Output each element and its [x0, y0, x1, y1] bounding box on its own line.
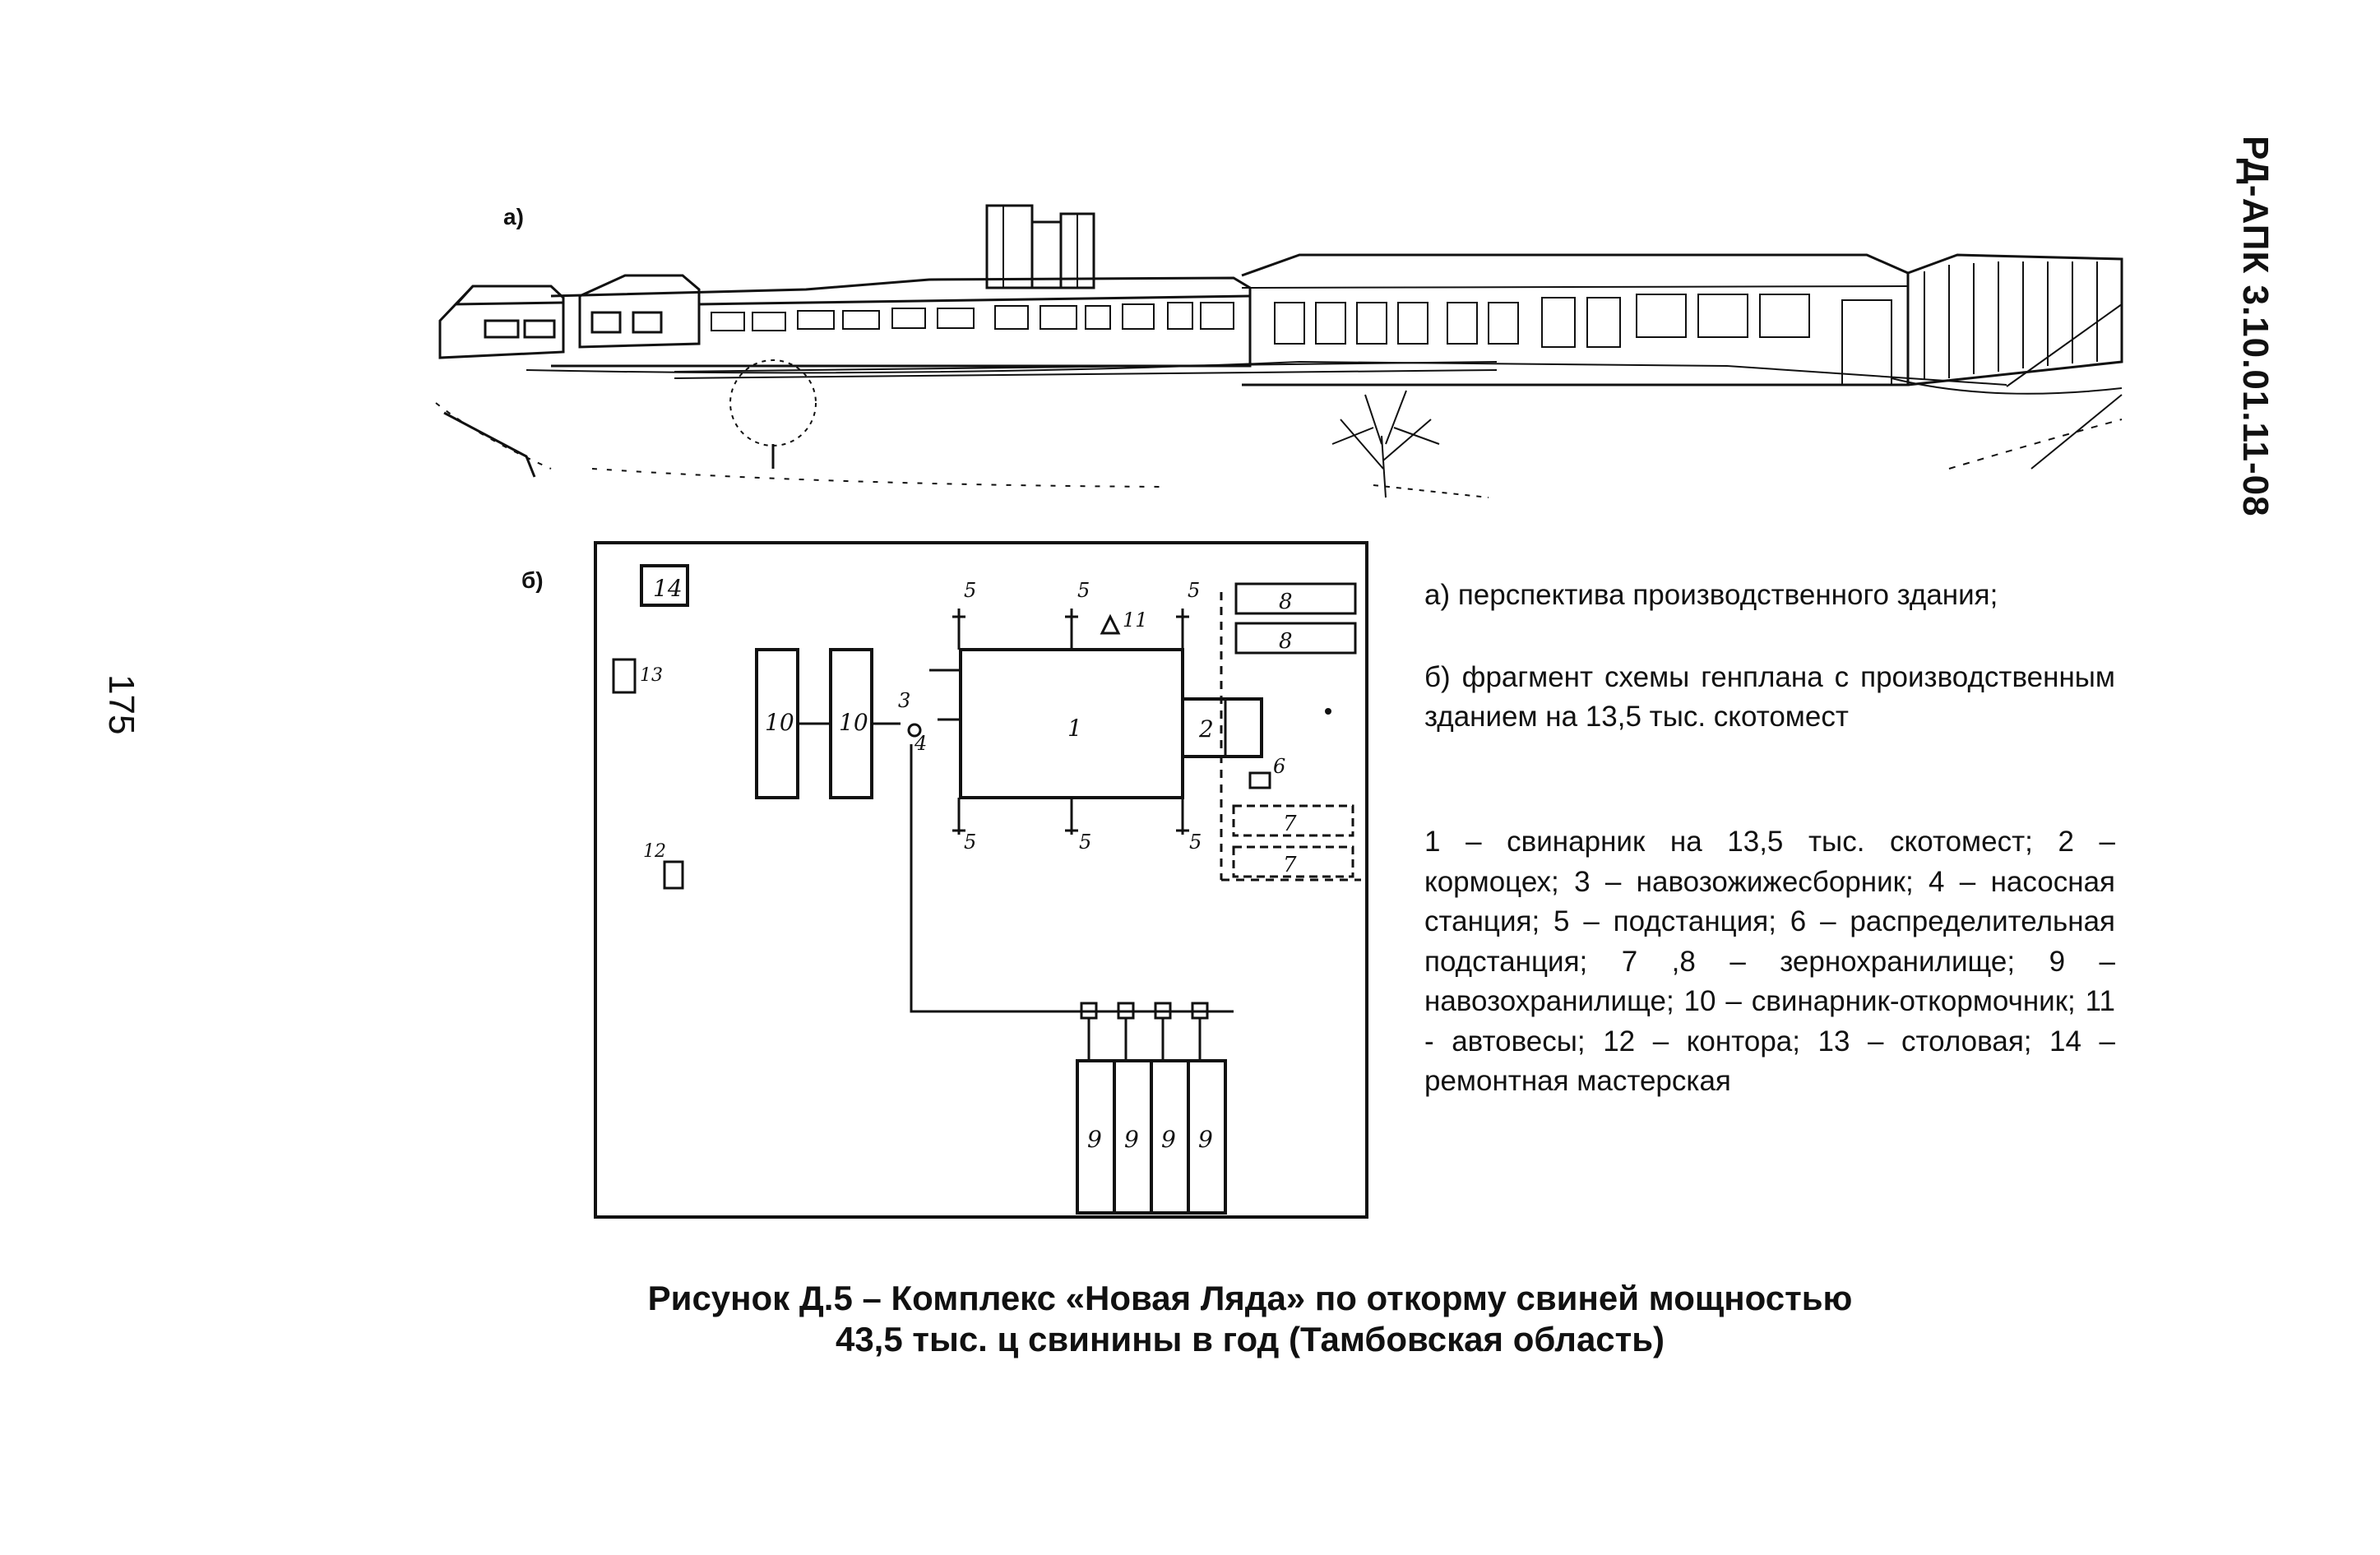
perspective-drawing [435, 204, 2123, 498]
plan-label-7a: 7 [1283, 812, 1297, 836]
document-code: РД-АПК 3.10.01.11-08 [2235, 136, 2276, 517]
plan-label-9d: 9 [1198, 1126, 1213, 1153]
plan-label-1: 1 [1067, 715, 1082, 742]
plan-label-5f: 5 [1189, 831, 1202, 854]
plan-label-6: 6 [1273, 755, 1285, 778]
plan-label-3: 3 [898, 689, 910, 712]
plan-label-2: 2 [1198, 715, 1214, 743]
description-a: а) перспектива производственного здания; [1424, 579, 1998, 611]
plan-label-5c: 5 [1188, 579, 1200, 602]
plan-label-8b: 8 [1279, 629, 1293, 654]
plan-label-9b: 9 [1124, 1126, 1139, 1153]
plan-label-10b: 10 [839, 709, 868, 736]
plan-label-5a: 5 [964, 579, 976, 602]
plan-label-14: 14 [653, 575, 683, 602]
figure-caption-line2: 43,5 тыс. ц свинины в год (Тамбовская об… [835, 1320, 1665, 1358]
plan-label-10a: 10 [765, 709, 794, 736]
plan-label-9a: 9 [1087, 1126, 1102, 1153]
page-number: 175 [101, 674, 141, 735]
site-plan: 14 13 12 10 10 3 4 1 2 8 8 6 7 7 11 5 5 … [594, 541, 1368, 1219]
plan-label-4: 4 [914, 732, 927, 755]
plan-label-11: 11 [1123, 609, 1148, 632]
plan-label-13: 13 [640, 665, 663, 686]
figure-legend: 1 – свинарник на 13,5 тыс. скотомест; 2 … [1424, 826, 2115, 1097]
plan-label-5e: 5 [1079, 831, 1091, 854]
plan-label-8a: 8 [1279, 590, 1293, 614]
plan-label-5d: 5 [964, 831, 976, 854]
figure-label-a: а) [503, 204, 524, 229]
description-b: б) фрагмент схемы генплана с производств… [1424, 661, 2115, 733]
figure-label-b: б) [521, 567, 544, 593]
plan-label-9c: 9 [1161, 1126, 1176, 1153]
plan-label-5b: 5 [1077, 579, 1090, 602]
plan-label-12: 12 [643, 841, 666, 862]
plan-label-7b: 7 [1283, 853, 1297, 877]
figure-caption-line1: Рисунок Д.5 – Комплекс «Новая Ляда» по о… [647, 1279, 1853, 1317]
